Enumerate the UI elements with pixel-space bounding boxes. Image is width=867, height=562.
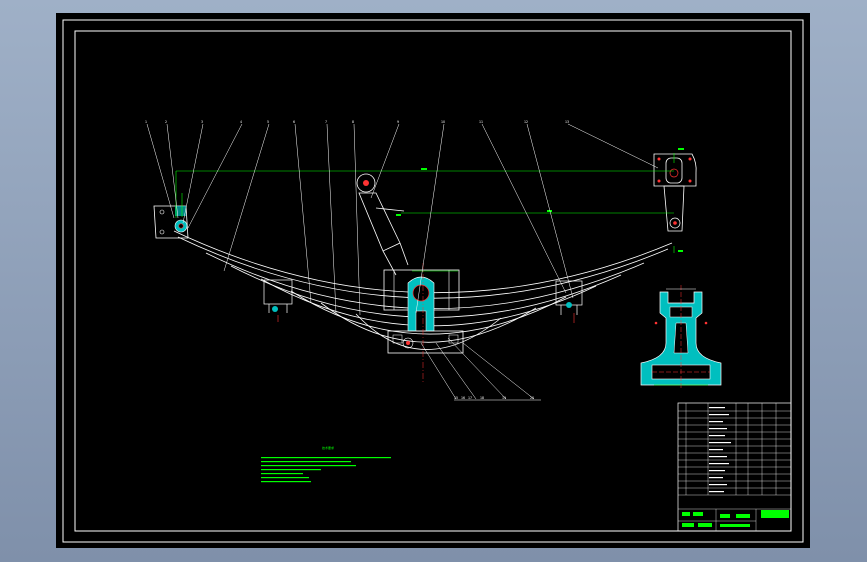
lower-labels: 15 16 17 18 19 20 xyxy=(454,396,541,401)
leader-lines xyxy=(146,123,659,400)
cad-drawing: 1 2 3 4 5 6 7 8 9 10 11 12 13 15 16 17 1… xyxy=(62,19,804,543)
clip-bolts xyxy=(272,302,575,323)
section-detail xyxy=(640,285,722,388)
axle-seat xyxy=(383,263,464,383)
title-block xyxy=(677,402,792,532)
lower-label-20: 20 xyxy=(530,396,534,400)
right-shackle xyxy=(653,153,697,232)
part-label-2: 2 xyxy=(165,120,167,124)
part-label-11: 11 xyxy=(479,120,483,124)
spring-clips xyxy=(263,279,583,315)
lower-label-18: 18 xyxy=(480,396,484,400)
lower-label-16: 16 xyxy=(461,396,465,400)
dimension-values xyxy=(396,148,684,252)
part-label-12: 12 xyxy=(524,120,528,124)
part-label-9: 9 xyxy=(397,120,399,124)
part-label-13: 13 xyxy=(565,120,569,124)
left-bracket xyxy=(153,205,189,239)
part-label-6: 6 xyxy=(293,120,295,124)
outer-frame xyxy=(62,19,804,543)
cad-viewport[interactable]: 1 2 3 4 5 6 7 8 9 10 11 12 13 15 16 17 1… xyxy=(56,13,810,548)
dimension-lines xyxy=(175,153,675,272)
part-label-4: 4 xyxy=(240,120,242,124)
shock-absorber xyxy=(356,173,409,276)
part-label-8: 8 xyxy=(352,120,354,124)
part-label-1: 1 xyxy=(145,120,147,124)
part-label-3: 3 xyxy=(201,120,203,124)
part-label-7: 7 xyxy=(325,120,327,124)
lower-label-17: 17 xyxy=(468,396,472,400)
inner-frame xyxy=(74,30,792,532)
lower-label-15: 15 xyxy=(454,396,458,400)
part-labels: 1 2 3 4 5 6 7 8 9 10 11 12 13 xyxy=(145,120,569,124)
part-label-5: 5 xyxy=(267,120,269,124)
technical-notes: 技术要求 xyxy=(261,445,391,483)
part-label-10: 10 xyxy=(441,120,445,124)
lower-label-19: 19 xyxy=(502,396,506,400)
notes-title: 技术要求 xyxy=(322,445,334,450)
